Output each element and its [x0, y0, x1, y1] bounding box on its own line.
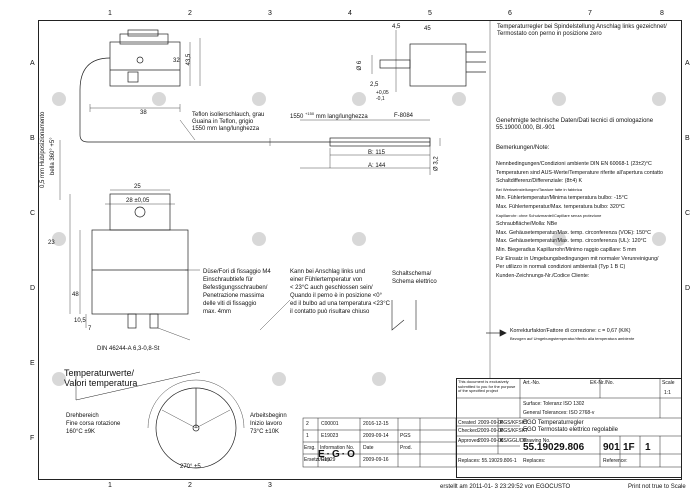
watermark-icon [352, 232, 366, 246]
dim-7: 7 [88, 326, 92, 332]
zone-d-right: D [685, 285, 691, 292]
zone-a-right: A [685, 60, 690, 67]
note-line: Bei Werkseinstellungen/Tarature fatte in… [496, 186, 582, 192]
dim-38: 38 [140, 110, 147, 116]
part-f8084: F-8084 [394, 113, 414, 119]
zone-c-right: C [685, 210, 691, 217]
zone-6: 6 [508, 10, 512, 17]
correction-factor: Korrekturfaktor/Fattore di correzione: c… [510, 328, 635, 342]
watermark-icon [652, 232, 666, 246]
zone-e: E [30, 360, 35, 367]
note-line: Per utilizzo in normali condizioni ambie… [496, 264, 626, 271]
dim-45: 45 [424, 26, 431, 32]
zone-7: 7 [588, 10, 592, 17]
zone-d: D [30, 285, 36, 292]
zone-8: 8 [660, 10, 664, 17]
zone-b-right: B [685, 135, 690, 142]
footer-scale-note: Print not true to Scale [628, 484, 686, 490]
watermark-icon [52, 372, 66, 386]
capillary-length: 1550 +150 mm lang/lunghezza [290, 111, 368, 120]
zone-f: F [30, 435, 35, 442]
drawing-frame [38, 20, 682, 480]
thermostat-body-top [109, 41, 181, 87]
contact-note: Kann bei Anschlag links und einer Fühler… [290, 269, 390, 315]
watermark-icon [552, 232, 566, 246]
zone-c: C [30, 210, 36, 217]
zone-a: A [30, 60, 35, 67]
dim-48: 48 [72, 292, 79, 298]
dim-4-5: 4,5 [392, 24, 401, 30]
note-line: Max. Fühlertemperatur/Max. temperatura b… [496, 203, 625, 210]
zone-1: 1 [108, 10, 112, 17]
note-line: Min. Fühlertemperatur/Minima temperatura… [496, 195, 628, 202]
note-line: Kapillarrohr: ohne Schutzmantel/Capillar… [496, 212, 602, 218]
note-line: Kunden-Zeichnungs-Nr./Codice Cliente: [496, 272, 590, 279]
note-line: Temperaturen sind AUS-Werte/Temperature … [496, 169, 663, 176]
watermark-icon [372, 372, 386, 386]
drawing-number: 55.19029.806 [523, 442, 585, 453]
dim-10-5: 10,5 [74, 318, 86, 324]
dim-a-144: A: 144 [368, 163, 386, 169]
teflon-note: Teflon isolierschlauch, grau Guaina in T… [192, 112, 265, 133]
dim-2-5: 2,5 [370, 82, 379, 88]
watermark-icon [452, 92, 466, 106]
note-line: Min. Biegeradius Kapillarrohr/Minimo rag… [496, 246, 637, 253]
note-line: Schaltdifferenz/Differenziale: (8±4) K [496, 178, 583, 185]
fixing-holes-note: Düse/Fori di fissaggio M4 Einschraubtief… [203, 269, 271, 315]
zone-3: 3 [268, 10, 272, 17]
notes-list: Nennbedingungen/Condizioni ambiente DIN … [496, 160, 682, 280]
dim-23: 23 [48, 240, 55, 246]
note-line: Max. Gehäusetemperatur/Max. temp. circon… [496, 238, 647, 245]
watermark-icon [52, 92, 66, 106]
rotation-angle: 270° ±5 [180, 464, 201, 470]
dim-b-115: B: 115 [368, 150, 385, 156]
zone-3-bottom: 3 [268, 482, 272, 489]
work-start: Arbeitsbeginn Inizio lavoro 73°C ±10K [250, 413, 287, 435]
watermark-icon [252, 232, 266, 246]
dim-tol-plus: +0,05 [376, 90, 389, 96]
title-block [456, 378, 682, 478]
note-line: Für Einsatz in Umgebungsbedingungen mit … [496, 255, 659, 262]
watermark-icon [352, 92, 366, 106]
dim-28-5: 28 ±0,05 [126, 198, 150, 204]
notes-title: Bemerkungen/Note: [496, 145, 550, 151]
note-line: Nennbedingungen/Condizioni ambiente DIN … [496, 161, 652, 167]
ego-logo: E·G·O [318, 449, 357, 460]
watermark-icon [152, 92, 166, 106]
zone-2: 2 [188, 10, 192, 17]
zone-5: 5 [428, 10, 432, 17]
dim-25: 25 [134, 184, 141, 190]
temperature-values-title: Temperaturwerte/ Valori temperatura [64, 368, 138, 388]
footer-created: erstellt am 2011-01- 3 23:29:52 von EGOC… [440, 484, 571, 490]
zone-4: 4 [348, 10, 352, 17]
zone-b: B [30, 135, 35, 142]
spindle-note: Temperaturregler bei Spindelstellung Ans… [497, 24, 667, 38]
zone-2-bottom: 2 [188, 482, 192, 489]
watermark-icon [52, 232, 66, 246]
note-line: Max. Gehäusetemperatur/Max. temp. circon… [496, 229, 651, 236]
dim-32: 32 [173, 58, 180, 64]
approval-note: Genehmigte technische Daten/Dati tecnici… [496, 118, 654, 132]
watermark-icon [252, 92, 266, 106]
watermark-icon [272, 372, 286, 386]
note-line: Schraubfläche/Molla: NBe [496, 221, 558, 228]
wiring-schema-label: Schaltschema/ Schema elettrico [392, 271, 437, 285]
rotation-range: Drehbereich Fine corsa rotazione 160°C ±… [66, 413, 121, 435]
din-connector: DIN 46244-A 6,3-0,8-St [97, 346, 160, 352]
dim-tol-minus: -0,1 [376, 96, 385, 102]
zone-1-bottom: 1 [108, 482, 112, 489]
watermark-icon [652, 92, 666, 106]
watermark-icon [552, 92, 566, 106]
